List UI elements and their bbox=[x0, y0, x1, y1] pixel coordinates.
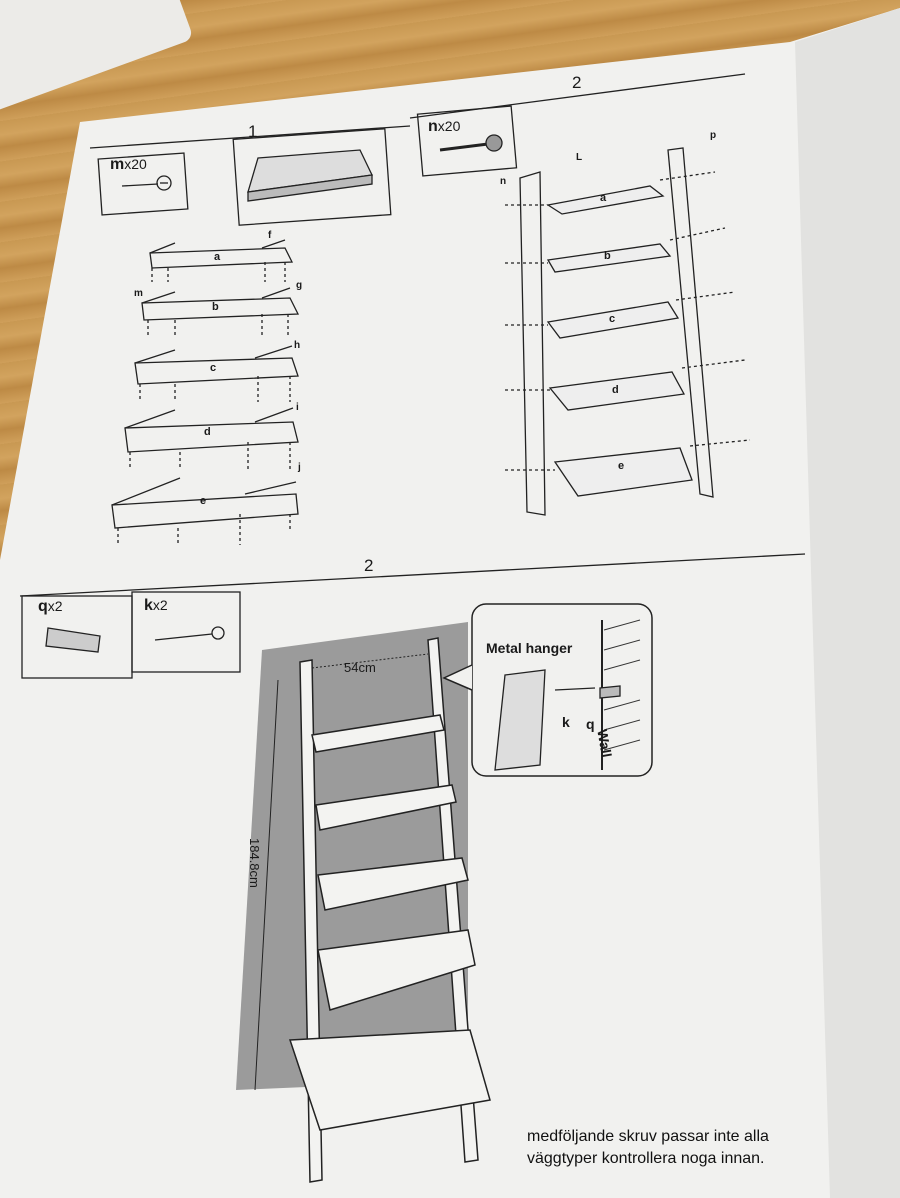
step-number-1: 1 bbox=[248, 122, 258, 141]
step1-rule bbox=[89, 125, 411, 149]
part-m-count: mx20 bbox=[110, 156, 147, 173]
detail-box-step1 bbox=[232, 128, 392, 226]
part-q-count: qx2 bbox=[38, 598, 63, 615]
left-exploded-shelves bbox=[111, 239, 300, 529]
left-shelf-label: d bbox=[204, 426, 211, 438]
wall-plug-q-icon bbox=[45, 627, 101, 653]
step2-top-rule bbox=[409, 73, 746, 119]
part-box-k bbox=[131, 591, 241, 673]
part-k-count: kx2 bbox=[144, 597, 168, 614]
side-label: g bbox=[296, 280, 303, 291]
callout-p: p bbox=[710, 130, 717, 141]
right-shelf-label: a bbox=[600, 192, 607, 204]
mounting-note: medföljande skruv passar inte alla väggt… bbox=[527, 1126, 769, 1170]
right-shelf-label: e bbox=[618, 460, 625, 472]
note-line-1: medföljande skruv passar inte alla bbox=[527, 1128, 769, 1145]
left-shelf-label: c bbox=[210, 362, 217, 374]
part-box-n bbox=[416, 105, 518, 177]
right-screw-lines bbox=[505, 171, 751, 471]
right-ladder-assembly bbox=[519, 147, 714, 516]
height-dimension: 184.8cm bbox=[247, 838, 262, 888]
right-shelf-label: c bbox=[609, 313, 616, 325]
left-shelf-label: a bbox=[214, 251, 221, 263]
callout-l: L bbox=[576, 152, 583, 163]
screw-m-icon bbox=[121, 175, 172, 191]
side-label: j bbox=[298, 462, 301, 473]
screw-label-m: m bbox=[134, 288, 143, 299]
right-shelf-label: d bbox=[612, 384, 619, 396]
side-label: i bbox=[296, 402, 299, 413]
part-box-m bbox=[97, 152, 189, 216]
step-number-2-top: 2 bbox=[572, 73, 582, 92]
side-label: h bbox=[294, 340, 301, 351]
screw-k-icon bbox=[154, 626, 225, 641]
left-shelf-label: e bbox=[200, 495, 207, 507]
hanger-bracket bbox=[494, 669, 546, 771]
right-shelf-label: b bbox=[604, 250, 611, 262]
step-number-2-bottom: 2 bbox=[364, 556, 374, 575]
hanger-k-label: k bbox=[562, 714, 570, 730]
side-label: f bbox=[268, 230, 272, 241]
callout-n: n bbox=[500, 176, 507, 187]
part-n-count: nx20 bbox=[428, 118, 461, 135]
screw-n-icon bbox=[439, 134, 503, 152]
left-screw-lines bbox=[117, 262, 291, 545]
hanger-title: Metal hanger bbox=[486, 640, 573, 656]
dimension-lines bbox=[254, 653, 429, 1091]
step2-bottom-rule bbox=[19, 553, 806, 597]
wall-hatching bbox=[603, 619, 641, 751]
note-line-2: väggtyper kontrollera noga innan. bbox=[527, 1150, 765, 1167]
width-dimension: 54cm bbox=[344, 660, 376, 675]
hanger-q-label: q bbox=[586, 716, 595, 732]
left-shelf-label: b bbox=[212, 301, 219, 313]
ladder-shelf-drawing bbox=[288, 637, 491, 1183]
